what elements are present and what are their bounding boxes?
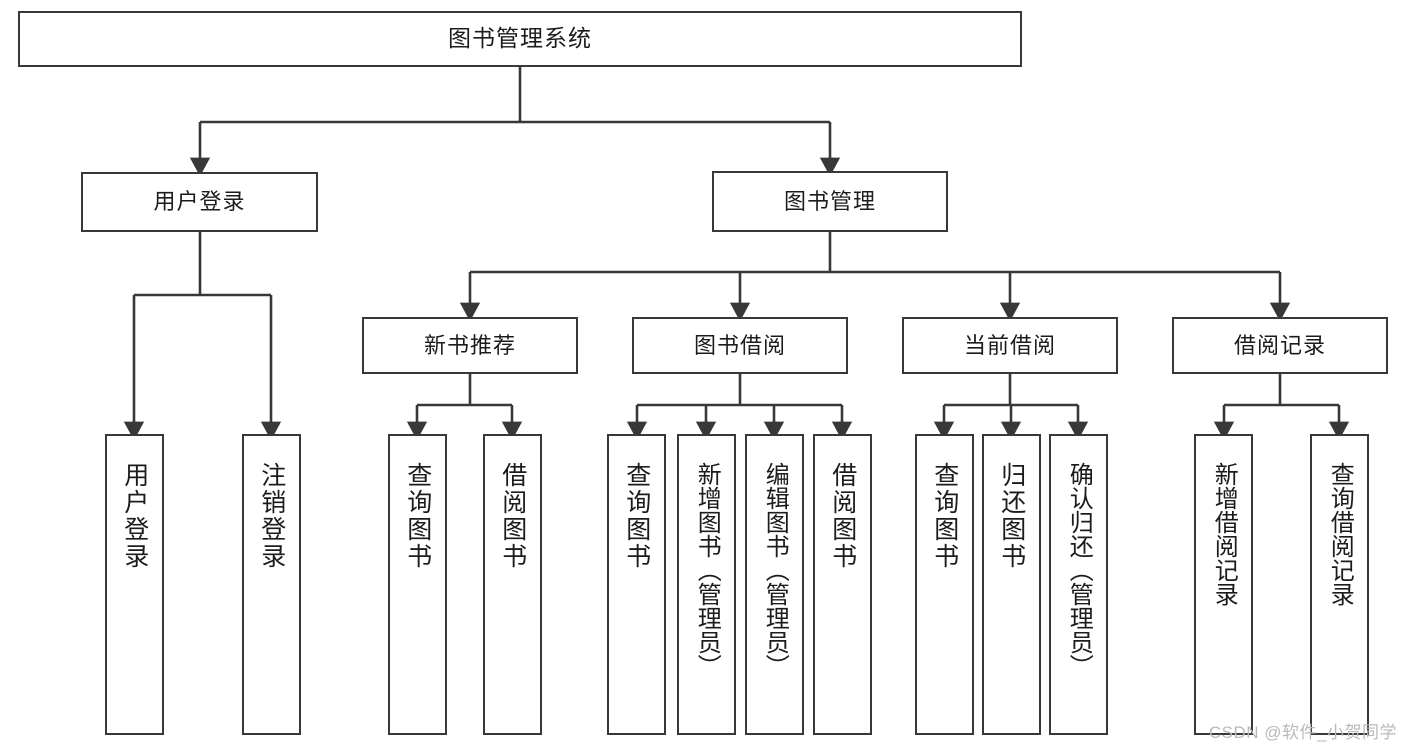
node-label: 图书借阅	[693, 332, 786, 358]
node-label: 图书管理	[783, 188, 876, 214]
leaf-user-login-signout[interactable]: 注销登录	[242, 434, 301, 735]
node-label: 确认归还（管理员）	[1065, 462, 1093, 678]
node-label: 查询借阅记录	[1326, 462, 1354, 606]
node-label: 注销登录	[257, 462, 286, 570]
csdn-watermark: CSDN @软件_小贺同学	[1208, 723, 1397, 742]
node-label: 用户登录	[153, 189, 246, 215]
node-label: 归还图书	[997, 462, 1026, 570]
leaf-user-login-signin[interactable]: 用户登录	[105, 434, 164, 735]
leaf-borrow-borrow-book[interactable]: 借阅图书	[813, 434, 872, 735]
node-label: 查询图书	[622, 462, 651, 570]
node-label: 用户登录	[120, 462, 149, 570]
node-label: 新增图书（管理员）	[693, 462, 721, 678]
node-label: 查询图书	[403, 462, 432, 570]
node-label: 借阅记录	[1233, 332, 1326, 358]
leaf-recommend-query-book[interactable]: 查询图书	[388, 434, 447, 735]
node-new-book-recommend[interactable]: 新书推荐	[362, 317, 578, 374]
node-label: 编辑图书（管理员）	[761, 462, 789, 678]
node-user-login[interactable]: 用户登录	[81, 172, 318, 232]
node-borrow-record[interactable]: 借阅记录	[1172, 317, 1388, 374]
node-book-borrow[interactable]: 图书借阅	[632, 317, 848, 374]
leaf-borrow-edit-book-admin[interactable]: 编辑图书（管理员）	[745, 434, 804, 735]
leaf-record-query-record[interactable]: 查询借阅记录	[1310, 434, 1369, 735]
leaf-recommend-borrow-book[interactable]: 借阅图书	[483, 434, 542, 735]
node-root-system[interactable]: 图书管理系统	[18, 11, 1022, 67]
leaf-borrow-query-book[interactable]: 查询图书	[607, 434, 666, 735]
leaf-borrow-add-book-admin[interactable]: 新增图书（管理员）	[677, 434, 736, 735]
node-label: 查询图书	[930, 462, 959, 570]
node-label: 当前借阅	[963, 332, 1056, 358]
node-label: 借阅图书	[498, 462, 527, 570]
leaf-current-query-book[interactable]: 查询图书	[915, 434, 974, 735]
node-current-borrow[interactable]: 当前借阅	[902, 317, 1118, 374]
leaf-record-add-record[interactable]: 新增借阅记录	[1194, 434, 1253, 735]
leaf-current-return-book[interactable]: 归还图书	[982, 434, 1041, 735]
node-label: 新书推荐	[423, 332, 516, 358]
node-label: 新增借阅记录	[1210, 462, 1238, 606]
node-label: 借阅图书	[828, 462, 857, 570]
node-book-management[interactable]: 图书管理	[712, 171, 948, 232]
node-label: 图书管理系统	[448, 25, 592, 52]
leaf-current-confirm-return-admin[interactable]: 确认归还（管理员）	[1049, 434, 1108, 735]
